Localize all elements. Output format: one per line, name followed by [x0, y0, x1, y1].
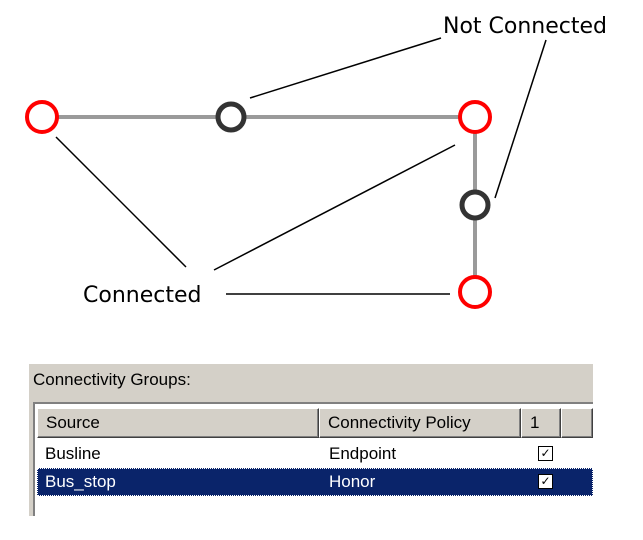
- table-row-busline[interactable]: Busline Endpoint ✓: [37, 440, 593, 468]
- label-connected: Connected: [83, 283, 201, 308]
- column-header-source[interactable]: Source: [37, 408, 319, 438]
- cell-policy[interactable]: Honor: [329, 472, 376, 491]
- unconnected-node-middle: [215, 101, 247, 133]
- connectivity-groups-table[interactable]: Source Connectivity Policy 1 Busline End…: [33, 402, 593, 516]
- column-header-1[interactable]: 1: [521, 408, 561, 438]
- cell-source: Busline: [45, 444, 101, 463]
- table-row-bus-stop[interactable]: Bus_stop Honor ✓: [37, 468, 593, 496]
- column-header-extra: [561, 408, 593, 438]
- leader-connected-to-top-right-node: [213, 144, 456, 271]
- connectivity-groups-panel: Connectivity Groups: Source Connectivity…: [29, 364, 593, 516]
- connected-node-top-right: [458, 100, 492, 134]
- checkbox-1[interactable]: ✓: [538, 446, 553, 461]
- connectivity-diagram: Not Connected Connected: [25, 14, 607, 309]
- leader-connected-to-left-node: [55, 136, 187, 268]
- checkbox-1[interactable]: ✓: [538, 474, 553, 489]
- unconnected-node-right: [459, 189, 491, 221]
- cell-source: Bus_stop: [45, 472, 116, 491]
- connected-node-left: [25, 100, 59, 134]
- leader-not-connected-to-right-node: [494, 39, 547, 199]
- panel-title: Connectivity Groups:: [33, 370, 191, 389]
- leader-not-connected-to-mid-node: [249, 37, 442, 99]
- cell-policy[interactable]: Endpoint: [329, 444, 397, 463]
- label-not-connected: Not Connected: [443, 14, 607, 39]
- column-header-connectivity-policy[interactable]: Connectivity Policy: [319, 408, 521, 438]
- connected-node-bottom: [458, 275, 492, 309]
